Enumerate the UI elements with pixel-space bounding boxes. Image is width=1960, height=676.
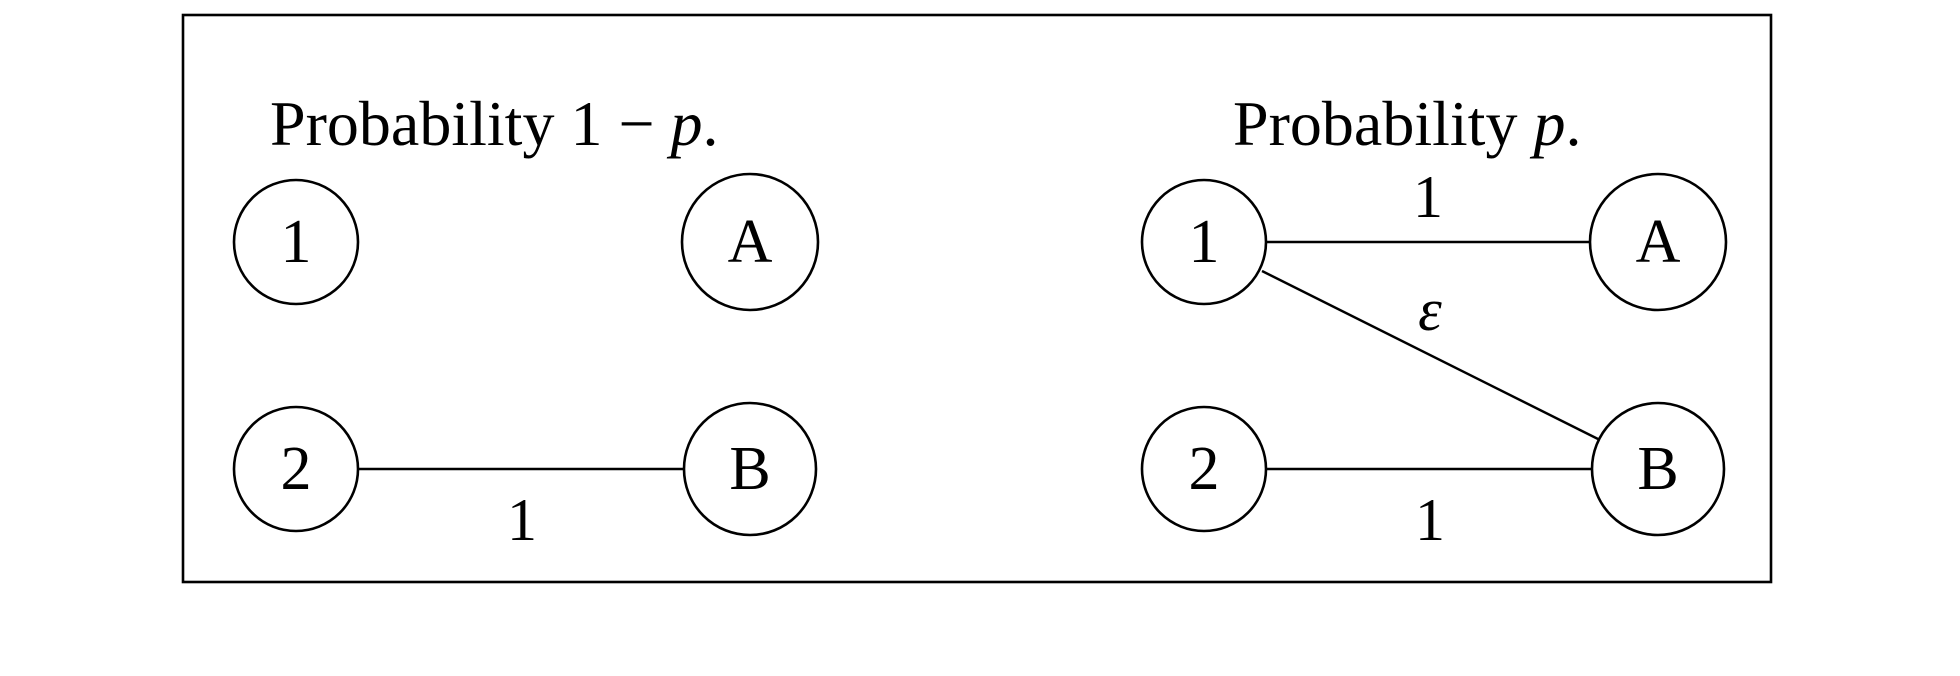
left-node-2-circle xyxy=(232,405,360,533)
right-node-a-label: A xyxy=(1636,208,1681,276)
right-node-b: B xyxy=(1590,401,1726,537)
left-node-1-circle xyxy=(232,178,360,306)
left-node-b: B xyxy=(682,401,818,537)
left-panel: Probability 1 − p. 1 1 A 2 B xyxy=(232,88,820,553)
right-node-2: 2 xyxy=(1140,405,1268,533)
right-title-variable: p xyxy=(1529,88,1565,159)
right-panel-title: Probability p. xyxy=(1233,88,1581,159)
left-node-b-circle xyxy=(682,401,818,537)
left-node-b-label: B xyxy=(729,435,770,503)
right-node-1-label: 1 xyxy=(1189,208,1220,276)
diagram-frame xyxy=(181,13,1773,584)
right-node-2-label: 2 xyxy=(1189,435,1220,503)
left-title-variable: p xyxy=(667,88,703,159)
right-panel: Probability p. 1 ε 1 1 A 2 B xyxy=(1140,88,1728,553)
right-title-suffix: . xyxy=(1565,88,1581,159)
left-node-1-label: 1 xyxy=(281,208,312,276)
right-edge-1-b xyxy=(1261,269,1599,441)
right-node-b-label: B xyxy=(1637,435,1678,503)
left-node-a-circle xyxy=(680,172,820,312)
right-edge-1-a-label: 1 xyxy=(1413,164,1443,230)
right-node-1: 1 xyxy=(1140,178,1268,306)
right-node-1-circle xyxy=(1140,178,1268,306)
left-node-1: 1 xyxy=(232,178,360,306)
right-title-prefix: Probability xyxy=(1233,88,1533,159)
right-node-b-circle xyxy=(1590,401,1726,537)
left-title-suffix: . xyxy=(703,88,719,159)
left-edge-2-b-label: 1 xyxy=(507,487,537,553)
left-panel-title: Probability 1 − p. xyxy=(270,88,719,159)
right-edge-2-b-label: 1 xyxy=(1415,487,1445,553)
left-node-2: 2 xyxy=(232,405,360,533)
right-node-2-circle xyxy=(1140,405,1268,533)
left-node-a: A xyxy=(680,172,820,312)
left-node-a-label: A xyxy=(728,208,773,276)
left-title-prefix: Probability 1 − xyxy=(270,88,671,159)
left-node-2-label: 2 xyxy=(281,435,312,503)
right-edge-1-b-label: ε xyxy=(1418,277,1442,343)
right-node-a-circle xyxy=(1588,172,1728,312)
right-node-a: A xyxy=(1588,172,1728,312)
